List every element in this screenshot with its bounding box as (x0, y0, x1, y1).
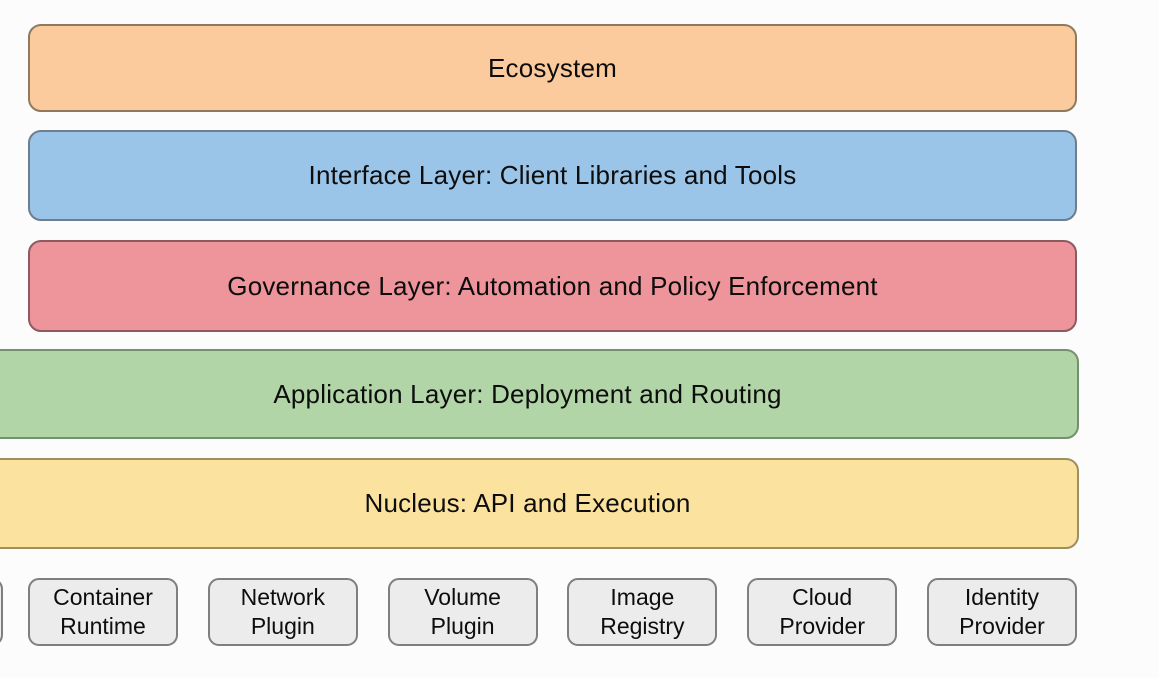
layer-interface: Interface Layer: Client Libraries and To… (28, 130, 1077, 221)
layer-ecosystem-label: Ecosystem (488, 52, 617, 83)
provider-label-line: Network (240, 584, 325, 610)
provider-label-line: Container (53, 584, 153, 610)
providers-row: Container Runtime Network Plugin Volume … (28, 578, 1077, 646)
provider-box-container-runtime: Container Runtime (28, 578, 178, 646)
provider-box-identity-provider: Identity Provider (926, 578, 1077, 646)
layer-nucleus: Nucleus: API and Execution (0, 458, 1079, 549)
provider-box-network-plugin: Network Plugin (207, 578, 358, 646)
layer-nucleus-label: Nucleus: API and Execution (364, 488, 691, 518)
provider-label-line: Provider (959, 613, 1045, 639)
provider-label-line: Provider (779, 613, 866, 639)
provider-label-line: Image (610, 584, 675, 610)
layer-application-label: Application Layer: Deployment and Routin… (273, 378, 782, 409)
provider-label-line: Plugin (430, 613, 495, 639)
provider-label-line: Runtime (60, 613, 146, 639)
provider-label-line: Identity (964, 584, 1040, 610)
provider-box-cloud-provider: Cloud Provider (747, 578, 898, 646)
layer-application: Application Layer: Deployment and Routin… (0, 349, 1079, 439)
layer-ecosystem: Ecosystem (28, 24, 1077, 112)
provider-box-clipped (0, 578, 3, 646)
provider-label-line: Plugin (250, 613, 315, 639)
layer-interface-label: Interface Layer: Client Libraries and To… (308, 160, 797, 190)
layer-governance-label: Governance Layer: Automation and Policy … (227, 270, 878, 301)
layer-governance: Governance Layer: Automation and Policy … (28, 240, 1077, 332)
provider-label-line: Registry (600, 613, 685, 639)
provider-label-line: Cloud (792, 584, 853, 610)
provider-label-line: Volume (424, 584, 501, 610)
provider-box-volume-plugin: Volume Plugin (387, 578, 538, 646)
provider-box-image-registry: Image Registry (567, 578, 718, 646)
